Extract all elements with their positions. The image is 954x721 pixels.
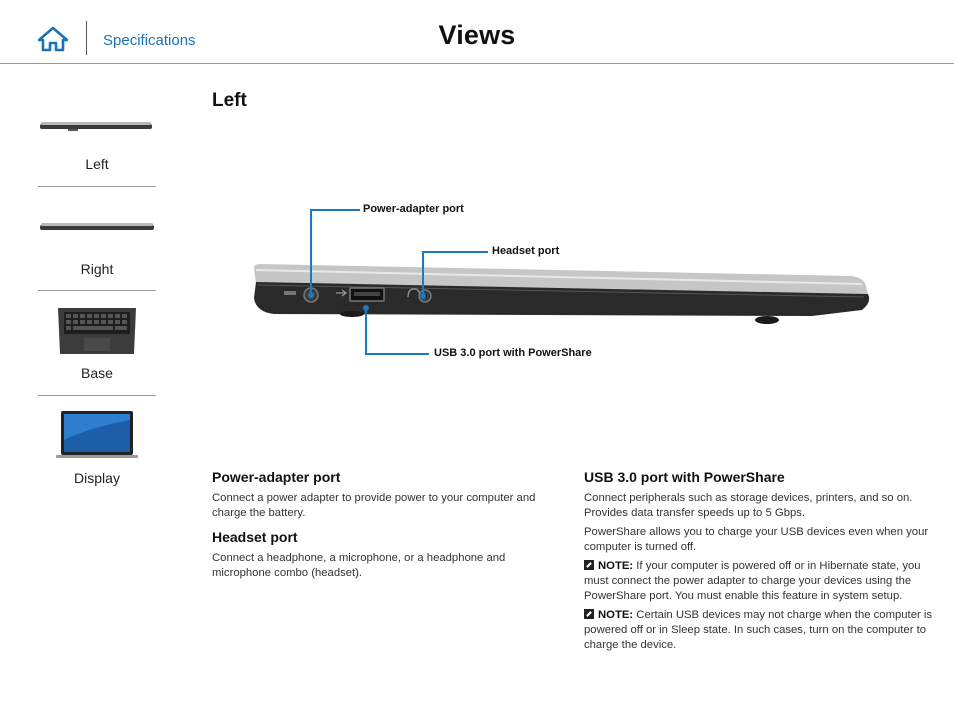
sidebar-divider (38, 186, 156, 187)
laptop-left-thumbnail (40, 122, 152, 131)
laptop-side-illustration (254, 209, 870, 355)
page-title: Views (438, 20, 516, 50)
callout-power-adapter-port: Power-adapter port (363, 203, 464, 215)
callout-usb-port: USB 3.0 port with PowerShare (434, 347, 592, 359)
sidebar-item-right[interactable]: Right (38, 212, 156, 282)
laptop-right-thumbnail (40, 223, 154, 230)
header: Specifications Views (0, 0, 954, 64)
breadcrumb-specifications[interactable]: Specifications (103, 32, 196, 49)
laptop-base-thumbnail (58, 308, 136, 354)
headset-description: Connect a headphone, a microphone, or a … (212, 552, 506, 579)
usb-description: Connect peripherals such as storage devi… (584, 492, 913, 519)
note-text: If your computer is powered off or in Hi… (584, 560, 921, 602)
note-text: Certain USB devices may not charge when … (584, 609, 933, 651)
note-icon (584, 609, 594, 619)
laptop-display-thumbnail (56, 411, 138, 458)
sidebar-item-label: Right (80, 261, 114, 277)
description-right-column: USB 3.0 port with PowerShare Connect per… (584, 469, 940, 661)
note-label: NOTE: (598, 560, 634, 572)
sidebar-item-label: Display (74, 470, 120, 486)
note-hibernate: NOTE: If your computer is powered off or… (584, 559, 940, 604)
sidebar-divider (38, 290, 156, 291)
sidebar-item-base[interactable]: Base (38, 306, 156, 386)
sidebar-divider (38, 395, 156, 396)
usb-heading: USB 3.0 port with PowerShare (584, 469, 785, 485)
section-title: Left (212, 90, 247, 111)
headset-heading: Headset port (212, 529, 298, 545)
note-label: NOTE: (598, 609, 634, 621)
sidebar-item-left[interactable]: Left (38, 108, 156, 178)
home-button[interactable] (37, 26, 69, 52)
sidebar-item-label: Base (81, 365, 113, 381)
sidebar-item-label: Left (85, 156, 109, 172)
note-icon (584, 560, 594, 570)
header-divider (86, 21, 87, 55)
power-adapter-description: Connect a power adapter to provide power… (212, 492, 536, 519)
sidebar-item-display[interactable]: Display (38, 410, 156, 490)
home-icon (37, 26, 69, 52)
laptop-left-side-diagram: Power-adapter port Headset port USB 3.0 … (212, 190, 912, 380)
powershare-description: PowerShare allows you to charge your USB… (584, 526, 929, 553)
callout-headset-port: Headset port (492, 245, 560, 257)
power-adapter-heading: Power-adapter port (212, 469, 341, 485)
description-left-column: Power-adapter port Connect a power adapt… (212, 469, 557, 589)
note-sleep: NOTE: Certain USB devices may not charge… (584, 608, 940, 653)
